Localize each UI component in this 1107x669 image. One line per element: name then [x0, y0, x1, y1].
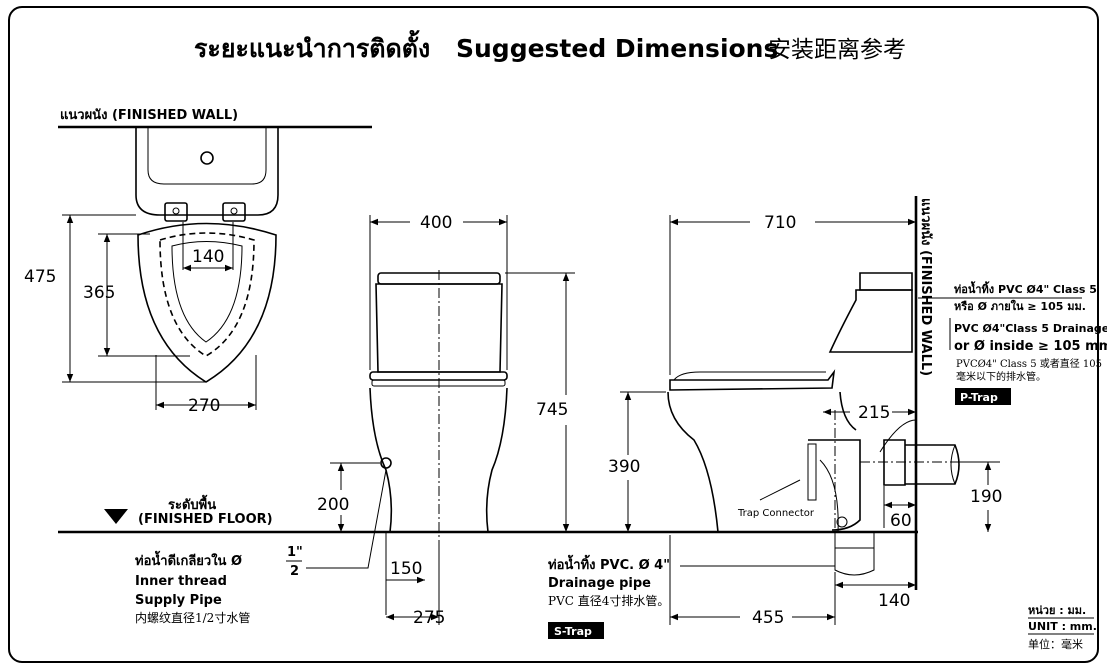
dim-top-seat-length: 365	[83, 283, 115, 303]
drain-strap-line1: Drainage pipe	[548, 576, 651, 591]
supply-pipe-fraction-num: 1"	[287, 545, 303, 560]
ptrap-badge-text: P-Trap	[960, 391, 998, 404]
dim-supply-offset: 150	[390, 559, 422, 579]
ptrap-cn2: 毫米以下的排水管。	[956, 370, 1046, 383]
dim-front-width: 400	[420, 213, 452, 233]
supply-pipe-line2: Supply Pipe	[135, 593, 222, 608]
ptrap-en1: PVC Ø4"Class 5 Drainage Pipe	[954, 322, 1107, 335]
unit-en: UNIT : mm.	[1028, 620, 1097, 633]
title-english: Suggested Dimensions	[456, 34, 778, 63]
title-chinese: 安装距离参考	[768, 37, 906, 63]
dim-side-depth: 710	[764, 213, 796, 233]
drain-strap-chinese: PVC 直径4寸排水管。	[548, 593, 669, 608]
strap-badge	[548, 622, 604, 639]
dim-top-length: 475	[24, 267, 56, 287]
unit-cn: 单位：毫米	[1028, 637, 1083, 651]
floor-label-en: (FINISHED FLOOR)	[138, 512, 273, 527]
dim-front-height: 745	[536, 400, 568, 420]
strap-badge-text: S-Trap	[554, 625, 592, 638]
trap-connector-label: Trap Connector	[737, 508, 815, 519]
ptrap-cn1: PVCØ4" Class 5 或者直径 105	[956, 357, 1102, 370]
toilet-top-view	[135, 127, 279, 383]
drain-strap-thai: ท่อน้ำทิ้ง PVC. Ø 4"	[548, 554, 670, 573]
supply-pipe-thai: ท่อน้ำดีเกลียวใน Ø	[135, 550, 242, 569]
ptrap-en2: or Ø inside ≥ 105 mm.	[954, 339, 1107, 354]
dim-supply-center: 275	[413, 608, 445, 628]
dim-seat-height: 390	[608, 457, 640, 477]
dim-ptrap-depth: 215	[858, 403, 890, 423]
ptrap-thai1: ท่อน้ำทิ้ง PVC Ø4" Class 5	[954, 281, 1097, 296]
unit-thai: หน่วย : มม.	[1028, 604, 1086, 617]
dim-top-width: 270	[188, 396, 220, 416]
ptrap-thai2: หรือ Ø ภายใน ≥ 105 มม.	[954, 299, 1086, 313]
floor-label-thai: ระดับพื้น	[168, 494, 216, 513]
wall-label-top: แนวผนัง (FINISHED WALL)	[60, 108, 238, 123]
dim-top-inner-width: 140	[192, 247, 224, 267]
dim-ptrap-gap: 60	[890, 511, 912, 531]
supply-pipe-fraction-den: 2	[290, 564, 299, 579]
supply-pipe-line1: Inner thread	[135, 574, 227, 589]
supply-pipe-chinese: 内螺纹直径1/2寸水管	[135, 610, 250, 625]
wall-label-side: แนวผนัง (FINISHED WALL)	[918, 198, 933, 376]
floor-level-icon	[104, 509, 128, 524]
toilet-front-view	[369, 272, 508, 533]
dim-rough-in: 455	[752, 608, 784, 628]
title-thai: ระยะแนะนำการติดตั้ง	[194, 29, 430, 63]
dim-supply-height: 200	[317, 495, 349, 515]
drawing-frame	[8, 6, 1099, 663]
dim-ptrap-height: 190	[970, 487, 1002, 507]
dim-strap-offset: 140	[878, 591, 910, 611]
ptrap-badge	[955, 388, 1011, 405]
toilet-side-view	[667, 272, 960, 576]
